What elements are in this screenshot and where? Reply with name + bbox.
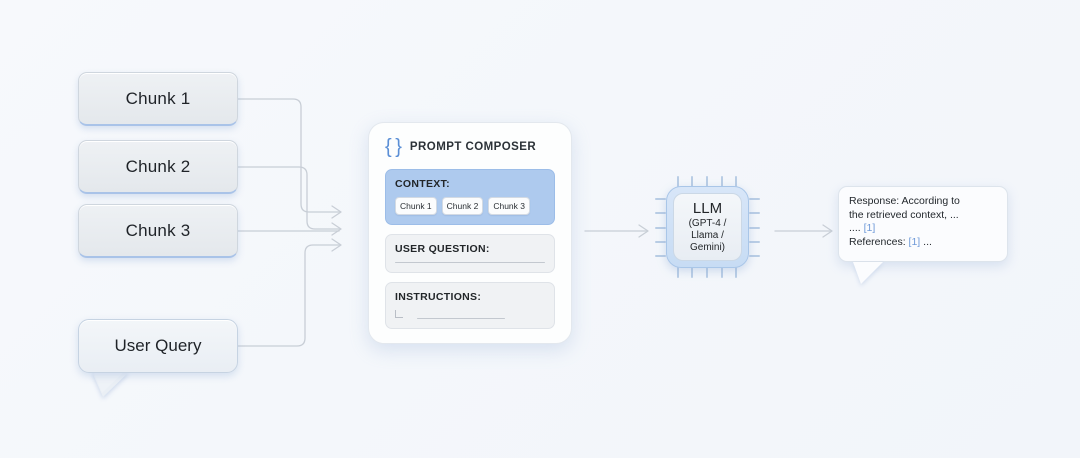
corner-bracket-icon	[395, 310, 403, 318]
llm-chip-node[interactable]: LLM (GPT-4 / Llama / Gemini)	[655, 176, 760, 278]
chip-pin-top-3	[706, 176, 708, 187]
chip-pin-bottom-1	[677, 267, 679, 278]
user-query-node[interactable]: User Query	[78, 319, 238, 397]
instructions-placeholder-rule	[417, 318, 505, 319]
chip-pin-right-4	[749, 241, 760, 243]
chip-pin-right-5	[749, 255, 760, 257]
user-question-placeholder-rule	[395, 262, 545, 263]
chip-pin-top-1	[677, 176, 679, 187]
chunk-box-3-label: Chunk 3	[125, 220, 191, 240]
arrowhead-llm-response	[822, 224, 833, 238]
response-line-2: the retrieved context, ...	[849, 208, 959, 221]
llm-subtitle-line-1: (GPT-4 /	[688, 218, 727, 229]
response-line-3: .... [1]	[849, 222, 997, 236]
composer-section-instructions[interactable]: INSTRUCTIONS:	[385, 282, 555, 329]
chunk-box-2-label: Chunk 2	[125, 156, 191, 176]
llm-title: LLM	[692, 200, 723, 217]
response-citation-inline[interactable]: [1]	[863, 222, 876, 234]
composer-section-user-question[interactable]: USER QUESTION:	[385, 234, 555, 273]
user-query-bubble[interactable]: User Query	[78, 319, 238, 373]
chip-pin-top-4	[721, 176, 723, 187]
chunk-box-1-label: Chunk 1	[125, 88, 191, 108]
context-chunk-pills: Chunk 1 Chunk 2 Chunk 3	[395, 197, 545, 215]
chip-pin-right-3	[749, 227, 760, 229]
wire-chunk-1	[237, 98, 340, 213]
arrowhead-composer-llm	[638, 224, 649, 238]
composer-section-context[interactable]: CONTEXT: Chunk 1 Chunk 2 Chunk 3	[385, 169, 555, 225]
llm-subtitle-line-3: Gemini)	[689, 242, 725, 253]
llm-chip-core: LLM (GPT-4 / Llama / Gemini)	[673, 193, 742, 261]
context-section-label: CONTEXT:	[395, 178, 450, 190]
wire-chunk-2	[237, 166, 340, 230]
references-label: References:	[849, 235, 906, 248]
wire-user-query	[237, 244, 340, 347]
chip-pin-left-1	[655, 198, 666, 200]
chip-pin-top-2	[691, 176, 693, 187]
arrowhead-1	[331, 205, 342, 219]
context-pill-3[interactable]: Chunk 3	[488, 197, 531, 215]
prompt-composer-header: { } PROMPT COMPOSER	[385, 137, 555, 157]
response-line-1: Response: According to	[849, 195, 960, 207]
chip-pin-left-5	[655, 255, 666, 257]
chip-pin-bottom-3	[706, 267, 708, 278]
user-question-section-label: USER QUESTION:	[395, 243, 490, 255]
prompt-composer-title: PROMPT COMPOSER	[409, 141, 537, 153]
arrowhead-3	[331, 238, 342, 252]
references-suffix: ...	[923, 235, 932, 248]
chip-pin-left-4	[655, 241, 666, 243]
chip-pin-right-1	[749, 198, 760, 200]
chunk-box-1[interactable]: Chunk 1	[78, 72, 238, 126]
user-query-tail-inner	[93, 371, 125, 393]
response-line-4: References: [1] ...	[849, 236, 997, 250]
chip-pin-top-5	[735, 176, 737, 187]
llm-subtitle: (GPT-4 / Llama / Gemini)	[689, 218, 727, 254]
reference-citation-1[interactable]: [1]	[908, 235, 921, 248]
response-bubble[interactable]: Response: According to the retrieved con…	[838, 186, 1008, 284]
prompt-composer-card[interactable]: { } PROMPT COMPOSER CONTEXT: Chunk 1 Chu…	[368, 122, 572, 344]
curly-braces-icon: { }	[385, 136, 402, 158]
context-pill-2[interactable]: Chunk 2	[441, 197, 484, 215]
instructions-placeholder-row	[395, 310, 545, 319]
chunk-box-2[interactable]: Chunk 2	[78, 140, 238, 194]
chip-pin-bottom-5	[735, 267, 737, 278]
chip-pin-bottom-2	[691, 267, 693, 278]
user-query-label: User Query	[114, 336, 202, 355]
context-pill-1[interactable]: Chunk 1	[395, 197, 437, 215]
response-bubble-tail	[853, 262, 883, 284]
instructions-section-label: INSTRUCTIONS:	[395, 291, 482, 303]
chunk-box-3[interactable]: Chunk 3	[78, 204, 238, 258]
chip-pin-left-2	[655, 212, 666, 214]
llm-chip-body: LLM (GPT-4 / Llama / Gemini)	[666, 186, 749, 268]
chip-pin-right-2	[749, 212, 760, 214]
response-line-3-prefix: ....	[849, 222, 861, 234]
chip-pin-bottom-4	[721, 267, 723, 278]
llm-subtitle-line-2: Llama /	[691, 230, 724, 241]
arrowhead-2	[331, 222, 342, 236]
chip-pin-left-3	[655, 227, 666, 229]
